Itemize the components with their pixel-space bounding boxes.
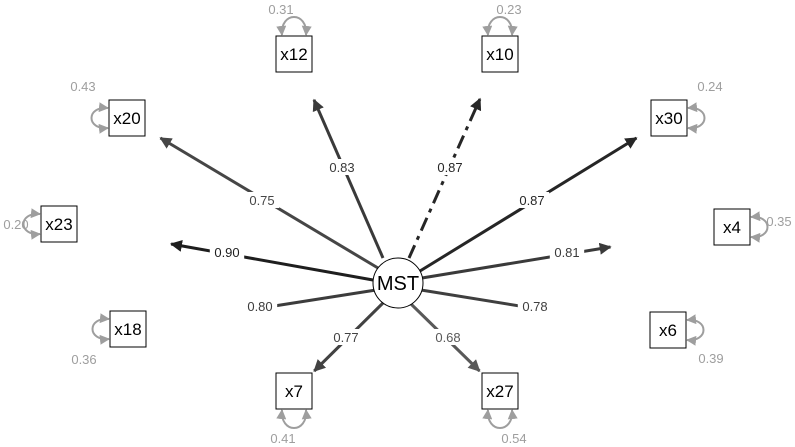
loading-label-x23: 0.90 [214,245,239,260]
residual-label-x12: 0.31 [268,2,293,17]
indicator-x10[interactable]: x10 [481,35,519,73]
loading-path-x10 [407,97,482,259]
loading-label-x12: 0.83 [329,160,354,175]
indicator-box [650,99,688,137]
latent-circle [372,257,424,309]
loading-label-x30: 0.87 [519,193,544,208]
residual-loop-x18 [91,313,110,345]
indicator-label: x27 [486,382,513,401]
loading-label-x27: 0.68 [435,330,460,345]
indicator-x23[interactable]: x23 [40,205,78,243]
indicator-label: x4 [723,218,741,237]
residual-loop-x30 [687,102,706,134]
indicator-box [481,372,519,410]
indicator-label: x20 [113,109,140,128]
loading-label-x7: 0.77 [333,330,358,345]
loading-path-x23 [169,239,374,282]
residual-loop-x4 [750,211,769,243]
loading-paths: 0.83 0.87 0.87 0.81 0.78 0.68 0.77 0.80 0.90 0.75 [159,97,638,373]
loading-label-x10: 0.87 [437,160,462,175]
latent-node[interactable]: MST [372,257,424,309]
indicator-box [40,205,78,243]
residual-label-x6: 0.39 [698,351,723,366]
indicator-box [108,99,146,137]
indicator-label: x30 [655,109,682,128]
residual-label-x20: 0.43 [70,79,95,94]
indicator-box [109,310,147,348]
indicator-nodes: x12 x10 x30 x4 x6 x27 x7 x18 x23 x20 [40,35,751,410]
indicator-box [481,35,519,73]
indicator-x27[interactable]: x27 [481,372,519,410]
indicator-x12[interactable]: x12 [275,35,313,73]
latent-label: MST [377,273,419,295]
indicator-x20[interactable]: x20 [108,99,146,137]
residual-loop-x23 [22,208,41,240]
indicator-label: x7 [285,382,303,401]
indicator-box [275,372,313,410]
indicator-x18[interactable]: x18 [109,310,147,348]
residual-variances: 0.31 0.23 0.24 0.35 0.39 0.54 0.41 0.36 0.20 0.43 [3,2,791,446]
residual-loop-x12 [276,16,312,36]
indicator-x7[interactable]: x7 [275,372,313,410]
residual-loop-x7 [276,409,312,429]
loading-label-x20: 0.75 [249,193,274,208]
indicator-label: x23 [45,215,72,234]
indicator-box [713,208,751,246]
indicator-label: x12 [280,45,307,64]
indicator-box [275,35,313,73]
loading-label-x18: 0.80 [247,299,272,314]
residual-label-x30: 0.24 [697,79,722,94]
loading-label-x4: 0.81 [554,245,579,260]
indicator-label: x10 [486,45,513,64]
indicator-x6[interactable]: x6 [649,311,687,349]
residual-loop-x27 [482,409,518,429]
residual-label-x18: 0.36 [71,352,96,367]
indicator-label: x6 [659,321,677,340]
indicator-label: x18 [114,320,141,339]
loading-path-x12 [312,98,385,259]
residual-label-x7: 0.41 [270,431,295,446]
residual-loop-x20 [90,102,109,134]
indicator-box [649,311,687,349]
residual-label-x4: 0.35 [766,214,791,229]
indicator-x4[interactable]: x4 [713,208,751,246]
loading-label-x6: 0.78 [522,299,547,314]
residual-loop-x10 [482,16,518,36]
residual-label-x23: 0.20 [3,217,28,232]
residual-label-x10: 0.23 [496,2,521,17]
residual-loop-x6 [686,314,705,346]
indicator-x30[interactable]: x30 [650,99,688,137]
residual-label-x27: 0.54 [501,431,526,446]
